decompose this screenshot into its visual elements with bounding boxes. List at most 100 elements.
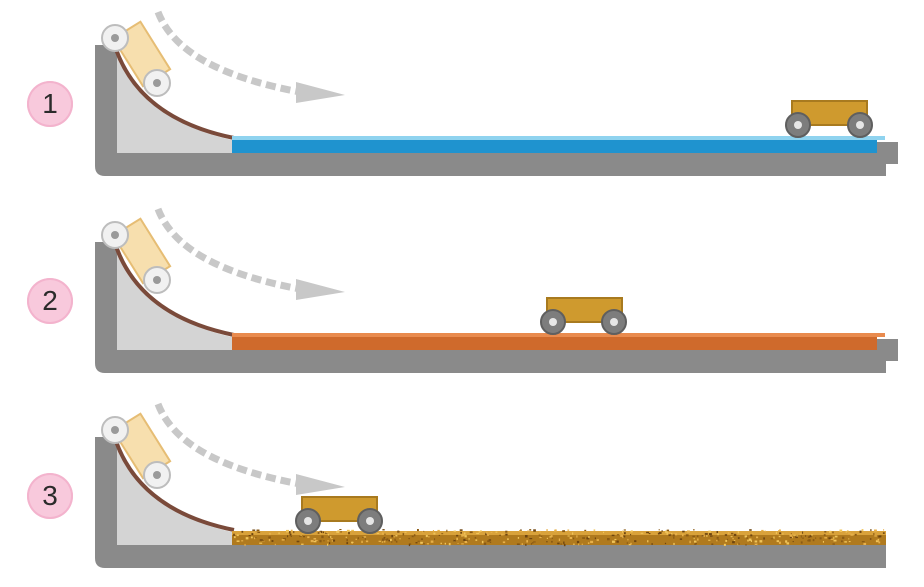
- gravel-speck: [453, 530, 456, 532]
- gravel-speck: [551, 540, 553, 543]
- gravel-speck: [532, 542, 534, 544]
- gravel-speck: [539, 537, 542, 539]
- gravel-speck: [808, 539, 811, 542]
- gravel-speck: [576, 535, 578, 538]
- gravel-speck: [692, 535, 695, 538]
- gravel-speck: [453, 539, 456, 542]
- gravel-speck: [830, 538, 834, 540]
- gravel-speck: [746, 537, 748, 540]
- gravel-speck: [670, 532, 673, 535]
- gravel-speck: [745, 543, 747, 546]
- gravel-speck: [661, 530, 663, 532]
- gravel-speck: [750, 534, 753, 537]
- gravel-speck: [463, 532, 466, 535]
- gravel-speck: [527, 530, 529, 532]
- gravel-speck: [562, 530, 565, 533]
- gravel-speck: [236, 534, 239, 537]
- gravel-speck: [289, 533, 292, 536]
- gravel-speck: [262, 540, 265, 542]
- gravel-speck: [658, 529, 660, 531]
- gravel-speck: [363, 536, 367, 538]
- gravel-speck: [749, 529, 752, 531]
- gravel-speck: [438, 534, 440, 536]
- gravel-speck: [815, 537, 817, 539]
- gravel-speck: [870, 529, 872, 532]
- gravel-speck: [529, 529, 532, 531]
- gravel-speck: [322, 531, 324, 534]
- gravel-speck: [546, 537, 548, 539]
- gravel-speck: [381, 532, 384, 535]
- gravel-speck: [490, 531, 493, 533]
- gravel-speck: [630, 530, 633, 533]
- gravel-speck: [378, 540, 381, 542]
- gravel-speck: [268, 536, 271, 539]
- gravel-speck: [689, 540, 691, 544]
- gravel-speck: [883, 529, 885, 531]
- gravel-speck: [328, 536, 331, 538]
- gravel-speck: [704, 533, 708, 535]
- gravel-speck: [626, 542, 629, 544]
- gravel-speck: [673, 542, 675, 545]
- gravel-speck: [802, 531, 804, 534]
- gravel-speck: [489, 541, 492, 543]
- curved-arrow-icon: [154, 10, 301, 96]
- gravel-speck: [727, 532, 730, 535]
- gravel-speck: [567, 535, 570, 537]
- gravel-speck: [487, 540, 490, 543]
- gravel-speck: [529, 538, 533, 540]
- gravel-speck: [607, 538, 610, 541]
- gravel-speck: [808, 536, 810, 538]
- gravel-speck: [420, 541, 423, 544]
- gravel-speck: [296, 540, 300, 543]
- gravel-speck: [505, 533, 508, 536]
- gravel-speck: [620, 534, 623, 537]
- gravel-speck: [505, 530, 508, 533]
- gravel-speck: [278, 532, 280, 535]
- gravel-speck: [461, 543, 464, 545]
- gravel-speck: [464, 535, 467, 538]
- gravel-speck: [651, 543, 653, 545]
- gravel-speck: [706, 535, 708, 537]
- gravel-speck: [786, 542, 790, 545]
- gravel-speck: [502, 541, 506, 544]
- gravel-speck: [730, 536, 733, 538]
- gravel-speck: [697, 538, 699, 541]
- gravel-speck: [659, 531, 662, 534]
- gravel-speck: [878, 541, 881, 544]
- gravel-speck: [711, 543, 714, 545]
- gravel-speck: [319, 530, 323, 533]
- gravel-speck: [833, 536, 835, 539]
- gravel-speck: [286, 529, 289, 533]
- gravel-speck: [737, 531, 740, 534]
- gravel-speck: [386, 538, 389, 541]
- gravel-speck: [550, 535, 553, 538]
- gravel-speck: [724, 534, 728, 536]
- gravel-speck: [682, 530, 685, 533]
- gravel-speck: [433, 532, 436, 535]
- gravel-speck: [801, 537, 804, 539]
- gravel-speck: [756, 536, 759, 539]
- gravel-speck: [485, 532, 487, 536]
- gravel-speck: [549, 535, 551, 538]
- gravel-speck: [444, 542, 446, 545]
- gravel-speck: [569, 537, 573, 539]
- gravel-speck: [329, 536, 332, 538]
- gravel-speck: [252, 529, 256, 531]
- gravel-speck: [716, 536, 719, 539]
- gravel-speck: [546, 529, 548, 532]
- gravel-speck: [863, 542, 867, 545]
- gravel-speck: [364, 538, 366, 540]
- gravel-speck: [874, 529, 877, 532]
- gravel-speck: [594, 537, 596, 540]
- gravel-speck: [241, 530, 244, 533]
- gravel-speck: [448, 542, 451, 546]
- gravel-speck: [391, 534, 393, 538]
- gravel-speck: [799, 533, 802, 535]
- gravel-speck: [841, 540, 843, 543]
- curved-arrow-icon: [154, 207, 301, 293]
- gravel-speck: [541, 535, 543, 538]
- gravel-speck: [290, 535, 292, 537]
- gravel-speck: [546, 541, 548, 543]
- gravel-speck: [385, 539, 387, 541]
- gravel-speck: [763, 537, 765, 540]
